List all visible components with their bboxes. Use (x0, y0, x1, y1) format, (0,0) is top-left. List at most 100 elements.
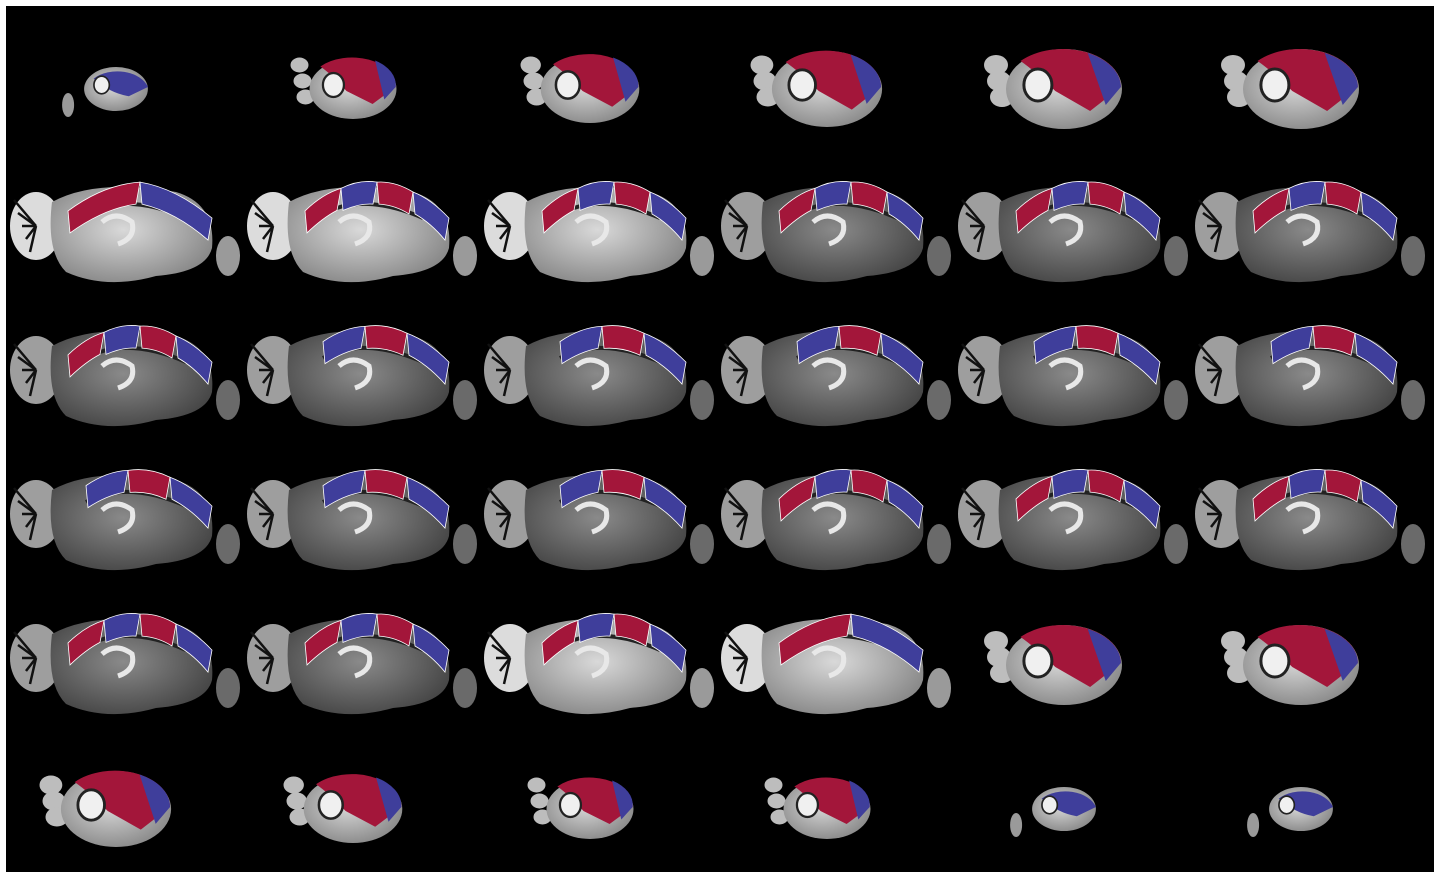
cortex-region-red (139, 325, 177, 359)
brain-slice (750, 50, 883, 127)
cortex-region-red (1312, 325, 1356, 356)
cerebellum (958, 192, 1010, 260)
cerebellum-lobe (1010, 813, 1023, 837)
slice-tile (520, 54, 640, 123)
cortex-region-red (1087, 469, 1125, 503)
olfactory-bulb (927, 668, 951, 708)
cerebellum (1195, 336, 1247, 404)
cerebellum-lobe (527, 777, 546, 793)
cerebellum-lobe (1221, 55, 1245, 75)
slice-tile (247, 469, 477, 571)
hippocampus (574, 645, 610, 679)
hippocampus (100, 501, 136, 535)
brain-slice (484, 613, 714, 715)
cortex-region-red (838, 325, 882, 356)
cortex-region-blue (559, 325, 603, 365)
cerebellum (10, 336, 62, 404)
olfactory-bulb (453, 524, 477, 564)
cerebellum (484, 192, 536, 260)
brain-slice (958, 469, 1188, 571)
cortex-region-red (601, 469, 645, 500)
hippocampus (321, 71, 346, 99)
slice-tile (484, 613, 714, 715)
brain-slice (1010, 787, 1096, 837)
cortex-region-red (778, 475, 816, 522)
brain-slice (10, 469, 240, 571)
slice-tile (721, 613, 951, 715)
hippocampus (1048, 357, 1084, 391)
cortex-region-red (1015, 187, 1053, 234)
cerebellum-lobe (750, 55, 774, 75)
hippocampus (1022, 643, 1054, 679)
slice-tile (1010, 787, 1096, 837)
cortex-region-blue (1051, 469, 1089, 499)
hippocampus (317, 790, 344, 820)
slice-tile (290, 57, 397, 119)
cerebellum-lobe (293, 73, 312, 89)
cortex-region-blue (103, 325, 141, 355)
cerebellum (484, 480, 536, 548)
brain-slice (10, 325, 240, 427)
cortex-region-blue (1087, 53, 1121, 105)
slice-tile (958, 469, 1188, 571)
cortex-region-blue (1051, 181, 1089, 211)
cortex-region-blue (1087, 629, 1121, 681)
brain-slice (247, 613, 477, 715)
cerebellum-lobe (1221, 631, 1245, 651)
slice-tile (10, 325, 240, 427)
olfactory-bulb (1401, 524, 1425, 564)
brain-slice (247, 469, 477, 571)
cortex-region-blue (577, 181, 615, 211)
cerebellum-lobe (530, 793, 549, 809)
hippocampus (574, 357, 610, 391)
slice-tile (958, 325, 1188, 427)
cortex-region-red (304, 619, 342, 666)
slice-tile (10, 469, 240, 571)
olfactory-bulb (1401, 380, 1425, 420)
brain-slice (484, 469, 714, 571)
hippocampus (100, 357, 136, 391)
hippocampus (795, 791, 820, 819)
olfactory-bulb (927, 236, 951, 276)
brain-slice (484, 325, 714, 427)
cerebellum (247, 336, 299, 404)
cortex-region-red (557, 777, 633, 824)
hippocampus (1041, 795, 1059, 815)
cortex-region-blue (406, 332, 450, 385)
slice-tile (1221, 624, 1359, 705)
cortex-region-red (1015, 475, 1053, 522)
cortex-region-blue (1123, 191, 1161, 242)
brain-slice (958, 325, 1188, 427)
slice-tile (750, 50, 883, 127)
cortex-region-blue (406, 476, 450, 529)
hippocampus (1285, 213, 1321, 247)
hippocampus (100, 645, 136, 679)
cortex-region-blue (643, 332, 687, 385)
slice-tile (1195, 469, 1425, 571)
cortex-region-red (601, 325, 645, 356)
olfactory-bulb (690, 524, 714, 564)
cortex-region-blue (93, 71, 148, 97)
slice-tile (984, 48, 1122, 129)
cortex-region-red (850, 181, 888, 215)
cerebellum (484, 624, 536, 692)
hippocampus (787, 68, 817, 102)
slice-tile (484, 325, 714, 427)
cortex-region-blue (376, 777, 402, 822)
cortex-region-blue (1354, 332, 1398, 385)
cortex-region-red (1324, 181, 1362, 215)
hippocampus (93, 75, 111, 95)
olfactory-bulb (927, 524, 951, 564)
brain-slice (527, 777, 634, 839)
cerebellum (1195, 480, 1247, 548)
cerebellum-lobe (286, 792, 307, 810)
cerebellum (247, 480, 299, 548)
hippocampus (1285, 501, 1321, 535)
hippocampus (337, 645, 373, 679)
brain-slice (721, 469, 951, 571)
hippocampus (1048, 501, 1084, 535)
cerebellum (10, 480, 62, 548)
cortex-region-blue (375, 60, 396, 100)
cortex-region-blue (412, 191, 450, 242)
cortex-region-blue (886, 479, 924, 530)
